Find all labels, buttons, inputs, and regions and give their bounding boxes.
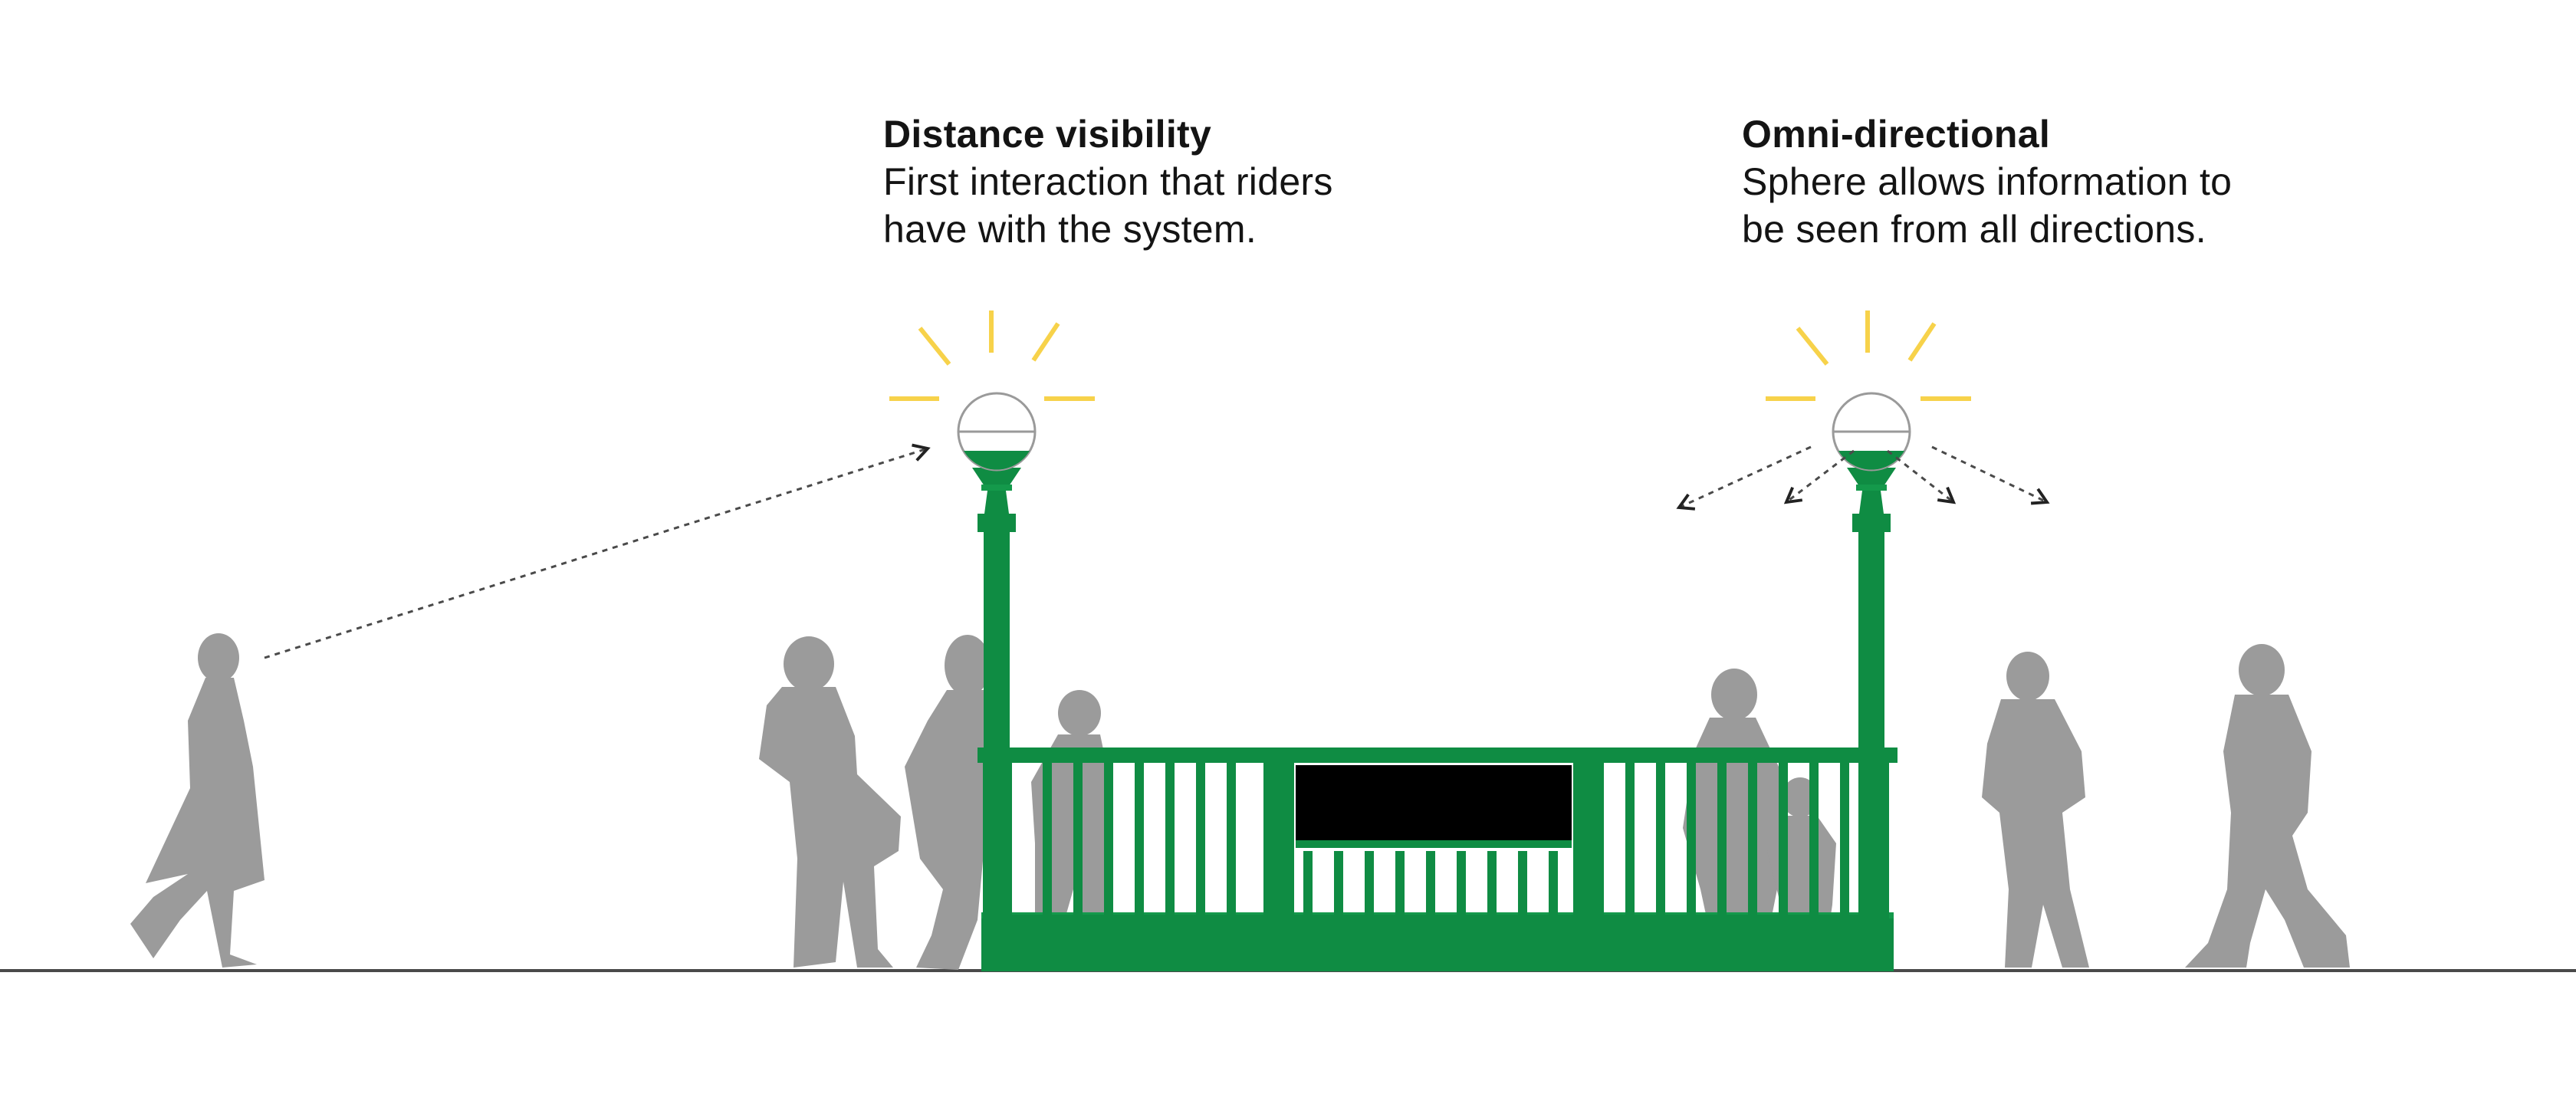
callout-text-line: First interaction that riders	[883, 160, 1333, 203]
railing-baluster	[1625, 763, 1635, 916]
callout-title: Distance visibility	[883, 113, 1212, 156]
omni-arrow-far-right	[1931, 445, 2050, 505]
railing-baluster	[1840, 763, 1849, 916]
walker-left-silhouette	[130, 633, 264, 968]
omni-directional-arrows	[1676, 445, 2050, 511]
callout-omni-directional: Omni-directional Sphere allows informati…	[1742, 110, 2232, 253]
globe-lamp-left	[957, 392, 1037, 472]
railing-baluster	[1487, 851, 1497, 916]
sightline-arrow	[264, 443, 931, 659]
railing-baluster	[1779, 763, 1788, 916]
railing-baluster	[1457, 851, 1466, 916]
railing-baluster	[1165, 763, 1175, 916]
railing-baluster	[1687, 763, 1696, 916]
railing-baluster	[1518, 851, 1527, 916]
globe-glow-rays-left	[889, 310, 1095, 401]
railing-baluster	[1227, 763, 1236, 916]
entrance-sign-panel	[1296, 765, 1572, 840]
omni-arrow-near-left	[1783, 449, 1855, 504]
rider-right-silhouette	[1982, 652, 2089, 968]
railing-baluster	[1073, 763, 1083, 916]
globe-glow-rays-right	[1766, 310, 1971, 401]
railing-baluster	[1549, 851, 1558, 916]
parent-child-silhouette	[1683, 669, 1836, 968]
callout-distance-visibility: Distance visibility First interaction th…	[883, 110, 1333, 253]
railing-balusters	[1043, 763, 1849, 916]
sign-panel-underline	[1296, 840, 1572, 848]
railing-baluster	[1809, 763, 1819, 916]
railing-baluster	[1395, 851, 1405, 916]
railing-baluster	[1196, 763, 1205, 916]
railing-baluster	[1043, 763, 1052, 916]
railing-baluster	[1334, 851, 1343, 916]
railing-baluster	[1104, 763, 1113, 916]
railing-baluster	[1748, 763, 1757, 916]
omni-arrow-far-left	[1676, 445, 1812, 511]
railing-baluster	[1135, 763, 1144, 916]
callout-text-line: be seen from all directions.	[1742, 208, 2206, 251]
railing-baluster	[1656, 763, 1665, 916]
omni-arrow-near-right	[1887, 449, 1957, 504]
callout-text-line: have with the system.	[883, 208, 1257, 251]
railing-baluster	[1426, 851, 1435, 916]
lamp-post-right	[1847, 468, 1896, 751]
lamp-post-left	[972, 468, 1021, 751]
railing-baluster	[1717, 763, 1727, 916]
subway-entrance-railing	[978, 748, 1898, 971]
railing-baluster	[1303, 851, 1313, 916]
callout-text-line: Sphere allows information to	[1742, 160, 2233, 203]
callout-title: Omni-directional	[1742, 113, 2051, 156]
railing-baluster	[1365, 851, 1374, 916]
walker-right-silhouette	[2185, 644, 2350, 968]
